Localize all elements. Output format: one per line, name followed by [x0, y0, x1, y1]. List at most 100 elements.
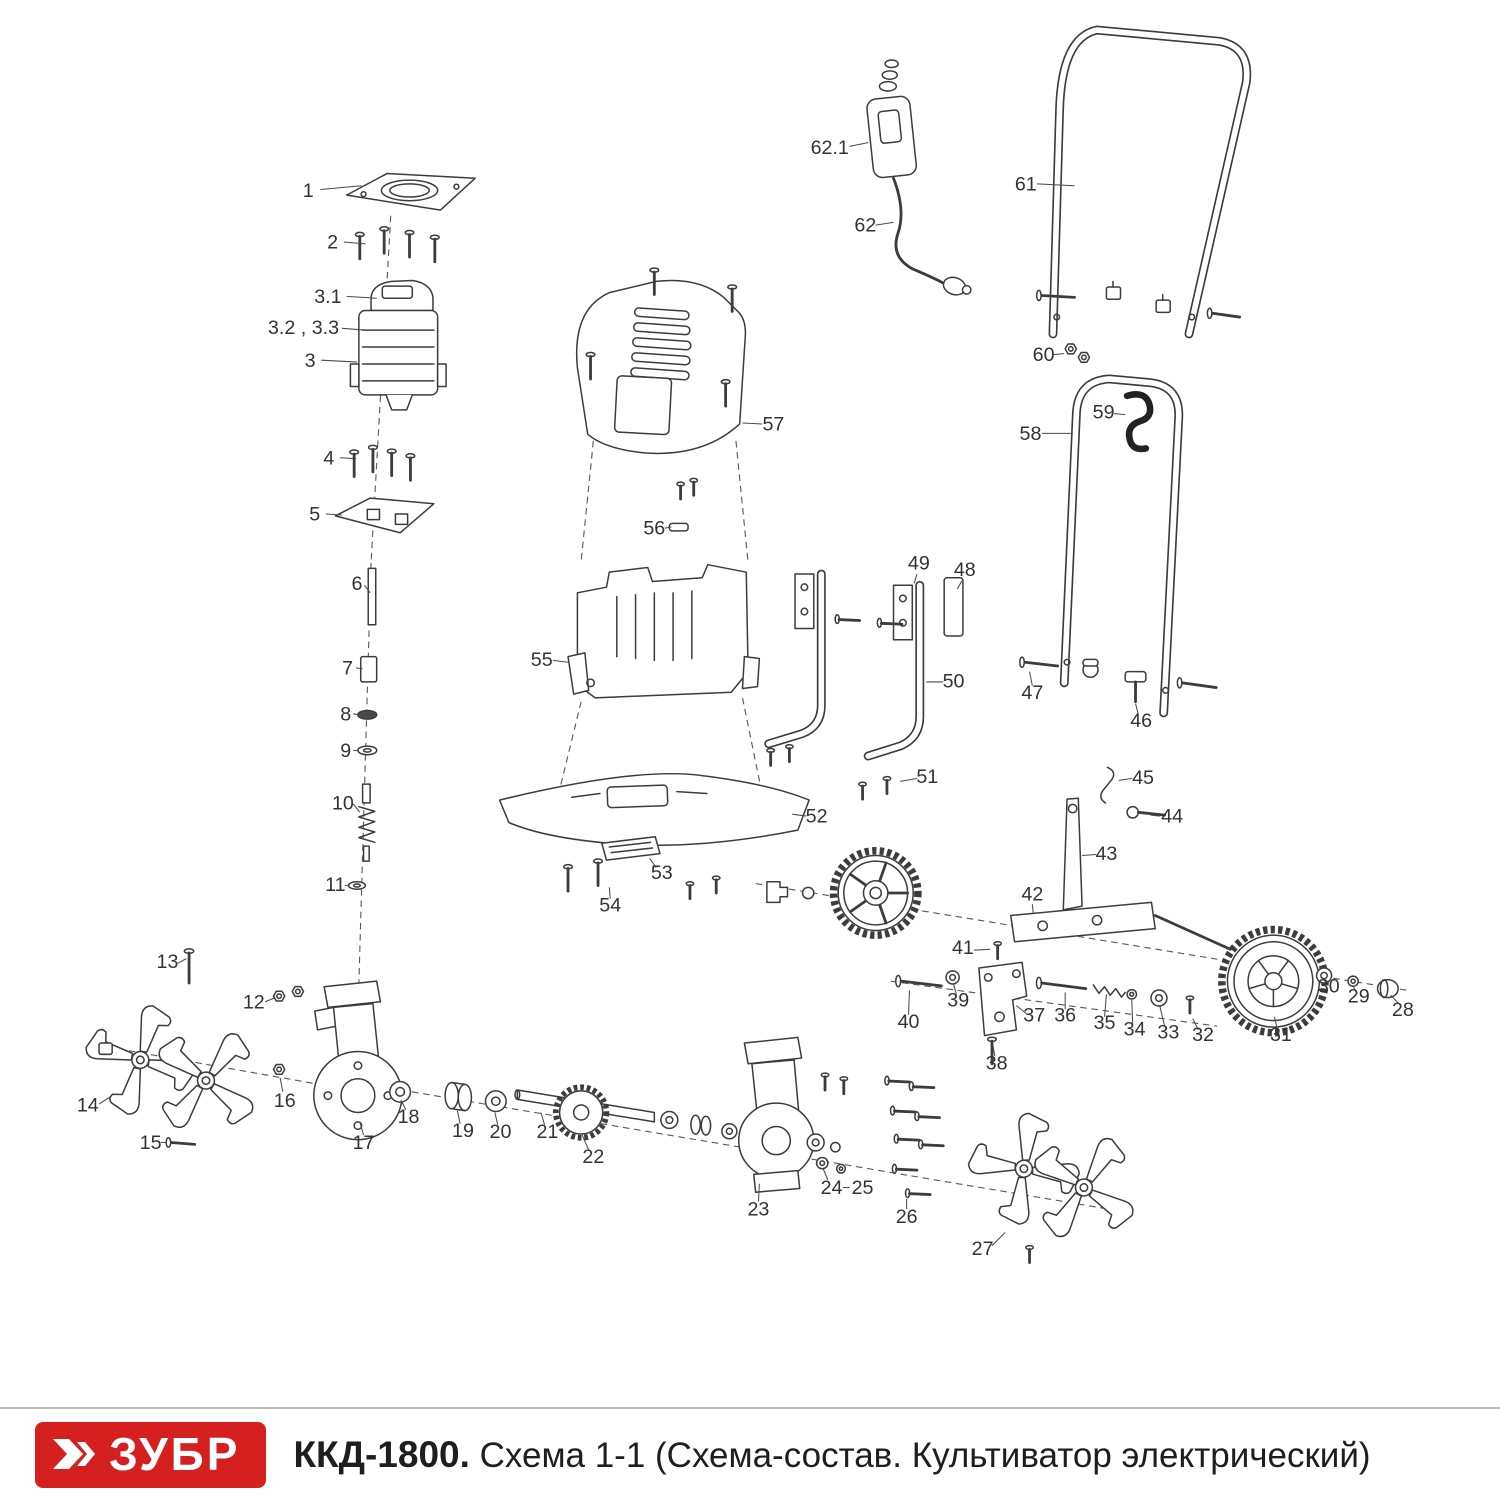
part-label-51: 51: [916, 766, 938, 788]
part-label-62: 62: [854, 215, 876, 237]
part-label-54: 54: [599, 895, 621, 917]
part-label-40: 40: [898, 1011, 920, 1033]
leader-line-7: [355, 667, 363, 670]
depth-legs-sketch: [764, 569, 964, 801]
upper-handle-sketch: [1035, 25, 1252, 364]
leader-line-28: [1390, 994, 1399, 1004]
part-label-19: 19: [452, 1120, 474, 1142]
leader-line-39: [953, 983, 957, 995]
leader-line-3.1: [346, 295, 377, 299]
worm-shaft: [358, 805, 376, 844]
leader-line-18: [400, 1100, 407, 1110]
part-label-17: 17: [353, 1132, 375, 1154]
leader-line-62.1: [849, 142, 869, 147]
part-label-42: 42: [1021, 883, 1043, 905]
part-label-60: 60: [1033, 344, 1055, 366]
left-tines-sketch: [71, 948, 305, 1159]
leader-line-48: [956, 580, 963, 590]
part-label-9: 9: [340, 740, 351, 762]
part-label-24: 24: [821, 1177, 843, 1199]
exploded-diagram: 123.13.2 , 3.334567891011121314151617181…: [0, 25, 1414, 1407]
leader-line-16: [279, 1077, 284, 1092]
lower-handle-sketch: [1019, 374, 1218, 718]
part-label-34: 34: [1124, 1019, 1146, 1041]
leader-line-8: [353, 713, 359, 716]
leader-line-21: [540, 1112, 546, 1125]
part-label-61: 61: [1015, 173, 1037, 195]
part-label-3.2-3.3: 3.2 , 3.3: [268, 317, 339, 339]
leader-line-27: [991, 1232, 1006, 1247]
leader-line-3.2-3.3: [341, 327, 367, 331]
mount-plate: [334, 497, 435, 534]
part-label-4: 4: [323, 447, 334, 469]
leader-line-62: [875, 221, 894, 226]
leader-line-19: [456, 1110, 461, 1124]
part-label-20: 20: [490, 1121, 512, 1143]
part-label-30: 30: [1318, 975, 1340, 997]
part-label-37: 37: [1023, 1004, 1045, 1026]
leader-line-32: [1192, 1018, 1199, 1031]
part-label-6: 6: [352, 573, 363, 595]
part-label-2: 2: [327, 232, 338, 254]
leader-line-59: [1113, 413, 1126, 416]
part-label-45: 45: [1132, 767, 1154, 789]
leader-line-34: [1131, 999, 1134, 1024]
cover-plate: [345, 172, 476, 211]
leader-line-2: [343, 241, 366, 245]
part-label-18: 18: [398, 1106, 420, 1128]
right-gear-case: [737, 1102, 815, 1179]
leader-line-17: [359, 1121, 365, 1136]
part-label-23: 23: [747, 1199, 769, 1221]
leader-line-5: [325, 513, 343, 516]
switch-cable-sketch: [866, 59, 972, 296]
leader-line-43: [1082, 854, 1097, 856]
lower-housing: [576, 563, 749, 699]
part-label-14: 14: [77, 1095, 99, 1117]
leader-line-13: [177, 958, 187, 964]
diagram-caption: ККД-1800. Схема 1-1 (Схема-состав. Культ…: [293, 1434, 1370, 1476]
leader-line-51: [899, 778, 918, 782]
part-label-35: 35: [1094, 1012, 1116, 1034]
part-label-3: 3: [305, 350, 316, 372]
leader-line-61: [1037, 183, 1075, 187]
axle-tube: [1010, 901, 1156, 943]
part-label-39: 39: [947, 989, 969, 1011]
part-label-48: 48: [954, 559, 976, 581]
housing-sketch: [498, 266, 810, 901]
part-label-5: 5: [309, 504, 320, 526]
part-label-25: 25: [852, 1177, 874, 1199]
part-label-13: 13: [157, 951, 179, 973]
drive-gear: [553, 1084, 610, 1141]
part-label-41: 41: [952, 937, 974, 959]
part-label-55: 55: [531, 649, 553, 671]
gearbox-sketch: [313, 980, 1161, 1264]
leader-line-4: [340, 457, 357, 460]
leader-line-49: [913, 573, 918, 584]
wheel-axle-sketch: [766, 766, 1399, 1066]
small-wheel: [829, 847, 922, 939]
cable-hook: [1123, 391, 1154, 453]
leader-line-23: [757, 1183, 760, 1202]
schema-title: Схема 1-1 (Схема-состав. Культиватор эле…: [479, 1435, 1371, 1475]
power-cable: [892, 176, 947, 286]
part-label-7: 7: [342, 657, 353, 679]
leader-line-12: [264, 997, 275, 1003]
leader-line-57: [742, 422, 763, 425]
leader-line-3: [321, 359, 358, 363]
leader-line-31: [1273, 1016, 1278, 1029]
leader-line-10: [352, 803, 361, 813]
part-labels-layer: 123.13.2 , 3.334567891011121314151617181…: [77, 137, 1414, 1260]
leader-line-33: [1159, 1006, 1166, 1027]
part-label-10: 10: [332, 792, 354, 814]
leader-line-30: [1323, 979, 1327, 983]
part-label-12: 12: [243, 991, 265, 1013]
motor-stack-sketch: [334, 172, 476, 890]
leader-line-35: [1104, 994, 1107, 1017]
adjust-lever: [1062, 797, 1083, 911]
leader-line-44: [1150, 814, 1160, 817]
part-label-27: 27: [972, 1238, 994, 1260]
left-gear-case: [313, 1050, 403, 1141]
leader-line-45: [1118, 778, 1132, 781]
leader-line-42: [1031, 904, 1034, 914]
